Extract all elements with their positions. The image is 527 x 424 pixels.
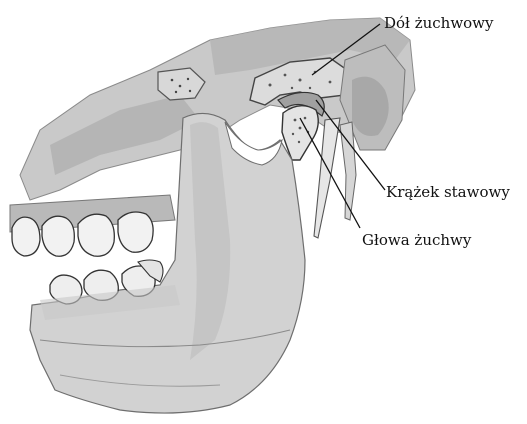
label-articular-disc: Krążek stawowy bbox=[386, 183, 510, 201]
label-mandibular-head: Głowa żuchwy bbox=[362, 231, 472, 249]
styloid-process bbox=[314, 118, 340, 238]
label-mandibular-fossa: Dół żuchwowy bbox=[384, 14, 494, 32]
upper-teeth bbox=[10, 195, 175, 256]
